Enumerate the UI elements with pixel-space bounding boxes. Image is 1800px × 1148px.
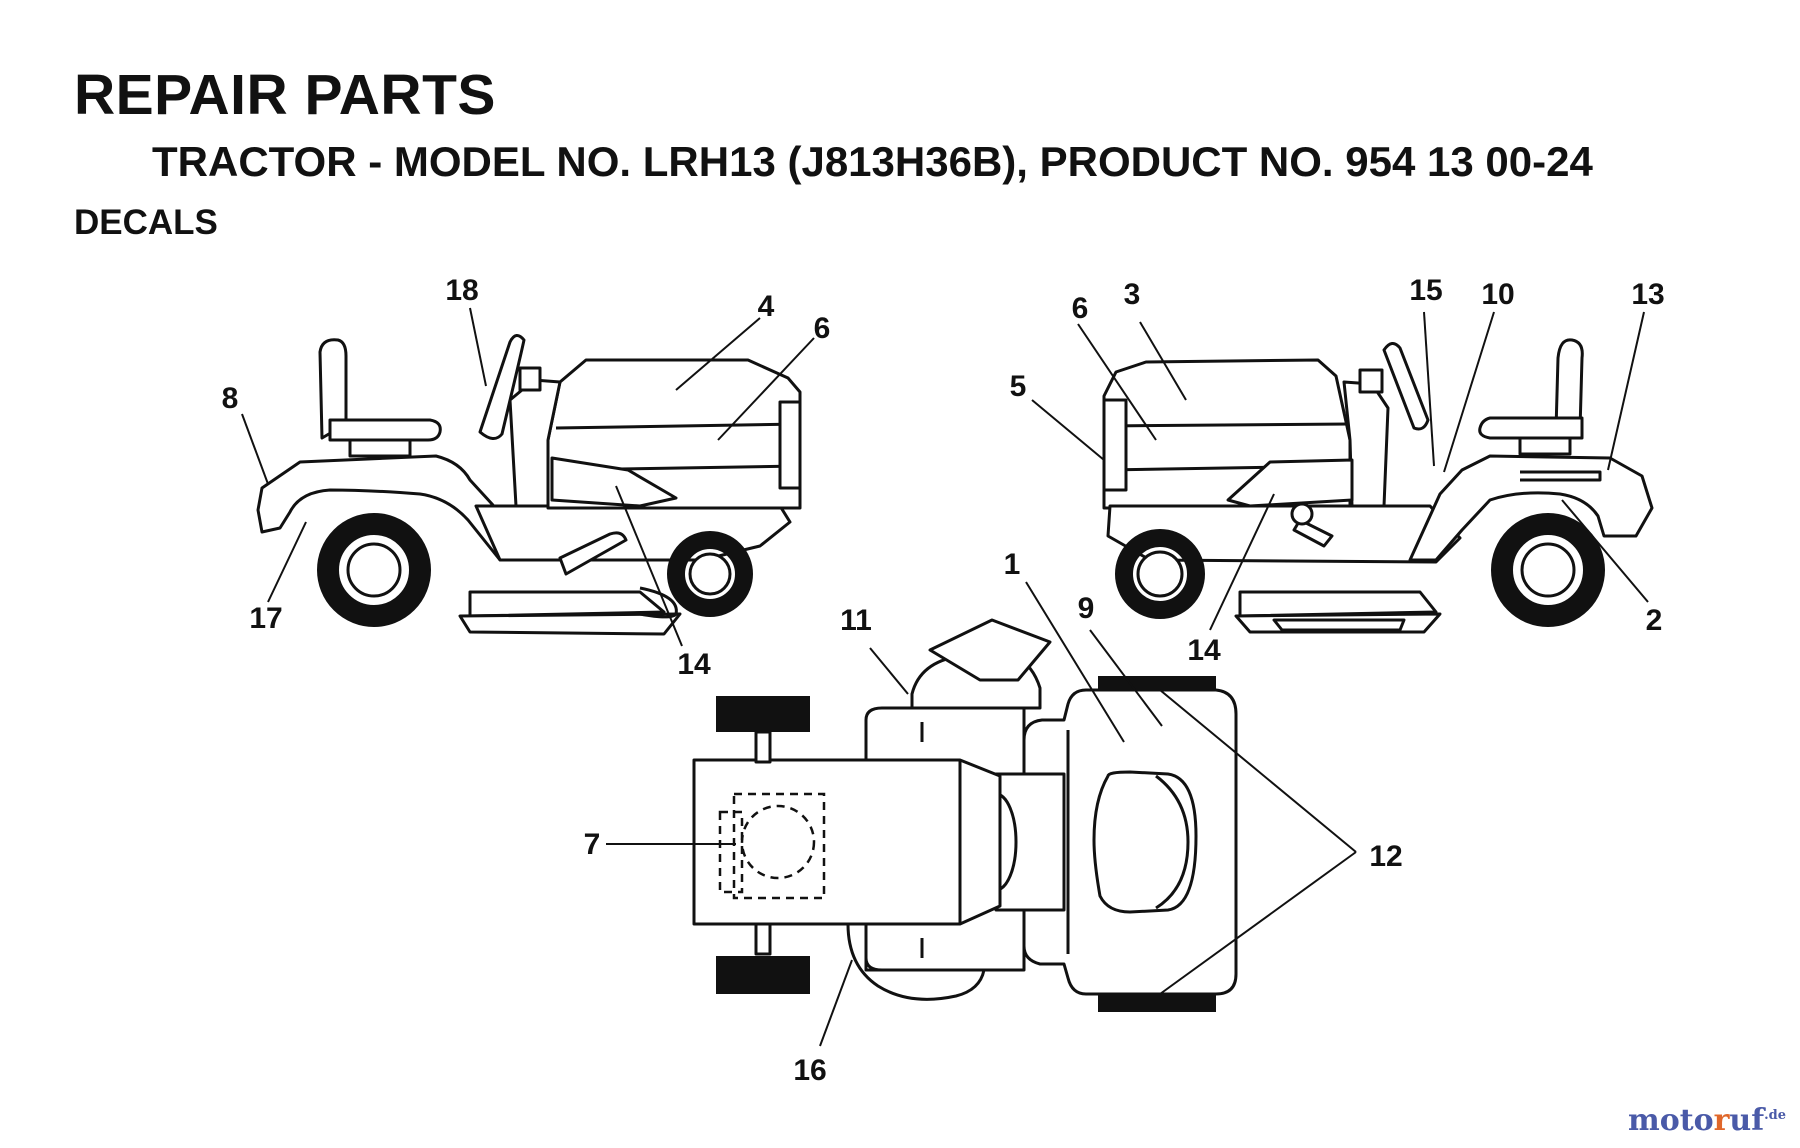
- callout-4: 4: [758, 290, 775, 323]
- callout-6: 6: [814, 312, 831, 345]
- callout-5: 5: [1010, 370, 1027, 403]
- callout-11: 11: [840, 604, 872, 637]
- callout-16: 16: [793, 1054, 826, 1087]
- watermark-logo: motoruf.de: [1627, 1103, 1786, 1138]
- callout-numbers: 1 2 3 4 5 6 6 7 8 9 10 11 12 13 14 14 15…: [222, 274, 1665, 1087]
- callout-3: 3: [1124, 278, 1141, 311]
- callout-6: 6: [1072, 292, 1089, 325]
- tractor-left-view: [256, 334, 802, 636]
- callout-18: 18: [445, 274, 478, 307]
- callout-9: 9: [1078, 592, 1095, 625]
- page-title: REPAIR PARTS: [74, 63, 496, 127]
- section-title: DECALS: [74, 203, 218, 242]
- callout-2: 2: [1646, 604, 1663, 637]
- callout-12: 12: [1369, 840, 1402, 873]
- callout-17: 17: [249, 602, 282, 635]
- page-subtitle: TRACTOR - MODEL NO. LRH13 (J813H36B), PR…: [152, 138, 1593, 185]
- leader-lines: [241, 307, 1649, 1047]
- callout-13: 13: [1631, 278, 1664, 311]
- callout-1: 1: [1004, 548, 1021, 581]
- callout-10: 10: [1481, 278, 1514, 311]
- tractor-right-view: [1102, 338, 1654, 634]
- callout-15: 15: [1409, 274, 1442, 307]
- callout-14: 14: [677, 648, 711, 681]
- callout-8: 8: [222, 382, 239, 415]
- tractor-top-view: [692, 618, 1238, 1012]
- callout-7: 7: [584, 828, 601, 861]
- callout-14: 14: [1187, 634, 1221, 667]
